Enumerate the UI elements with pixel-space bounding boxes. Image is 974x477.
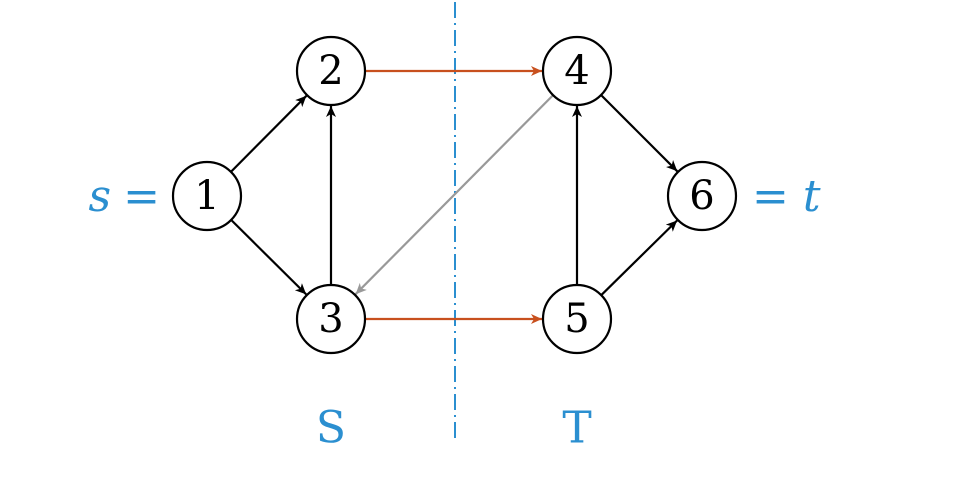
node-2: 2	[295, 35, 367, 107]
node-3: 3	[295, 283, 367, 355]
node-6-label: 6	[689, 173, 714, 219]
node-5: 5	[541, 283, 613, 355]
node-5-label: 5	[564, 296, 589, 342]
edge-4-to-6	[600, 94, 679, 173]
edge-1-to-2	[230, 95, 308, 173]
node-3-label: 3	[318, 296, 343, 342]
node-6: 6	[666, 160, 738, 232]
edge-5-to-6	[600, 219, 678, 296]
node-3-circle	[295, 283, 367, 355]
node-6-circle	[666, 160, 738, 232]
source-equals: =	[123, 171, 160, 222]
node-1: 1	[171, 160, 243, 232]
node-4-circle	[541, 35, 613, 107]
edge-4-to-3	[354, 94, 554, 295]
edges-layer	[230, 66, 679, 324]
set-t-label: T	[562, 403, 591, 454]
node-1-label: 1	[194, 173, 219, 219]
sink-annotation: =t	[752, 171, 821, 222]
node-4: 4	[541, 35, 613, 107]
node-1-circle	[171, 160, 243, 232]
node-4-label: 4	[564, 48, 589, 94]
node-2-label: 2	[318, 48, 343, 94]
set-s-label: S	[316, 403, 346, 454]
edge-1-to-3	[230, 219, 307, 296]
nodes-layer: 1 2 3 4 5 6	[171, 35, 738, 355]
source-annotation: s=	[89, 171, 160, 222]
node-5-circle	[541, 283, 613, 355]
sink-equals: =	[752, 171, 789, 222]
node-2-circle	[295, 35, 367, 107]
sink-var: t	[803, 171, 821, 222]
source-var: s	[89, 171, 112, 222]
